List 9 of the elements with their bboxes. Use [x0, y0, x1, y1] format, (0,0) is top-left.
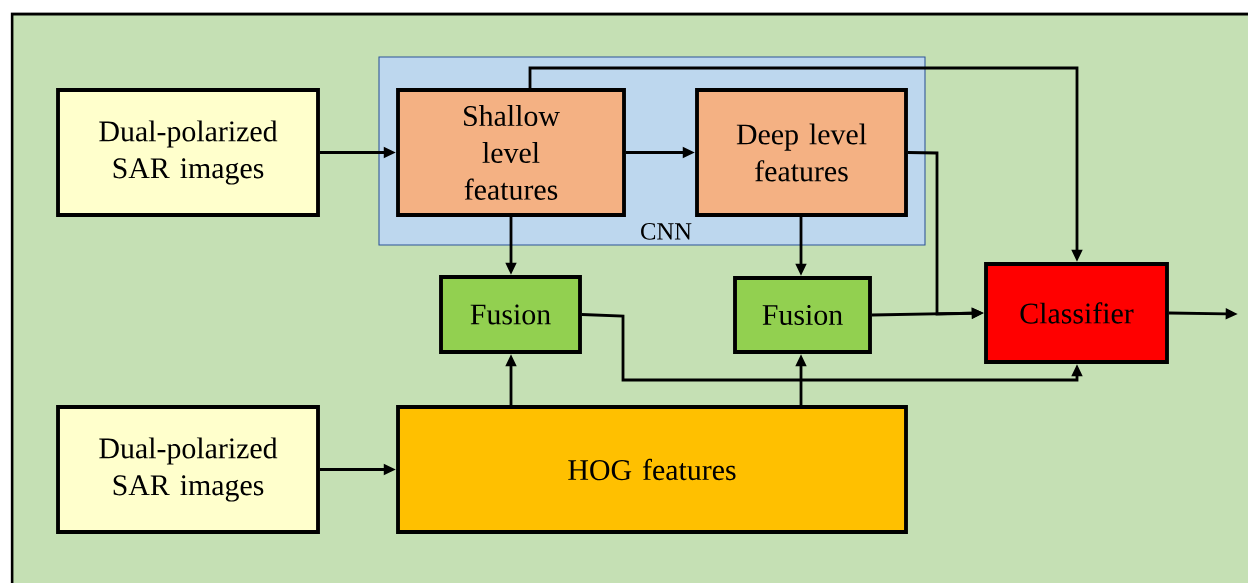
- feature-box: HOG features: [396, 405, 908, 534]
- group-label: CNN: [641, 223, 692, 240]
- fusion-box: Fusion: [439, 275, 582, 354]
- fusion-box: Fusion: [733, 276, 872, 354]
- input-box: Dual-polarized SAR images: [56, 405, 320, 534]
- classifier-box: Classifier: [984, 262, 1169, 364]
- input-box: Dual-polarized SAR images: [56, 88, 320, 217]
- feature-box: Shallow level features: [396, 88, 626, 217]
- feature-box: Deep level features: [695, 88, 908, 217]
